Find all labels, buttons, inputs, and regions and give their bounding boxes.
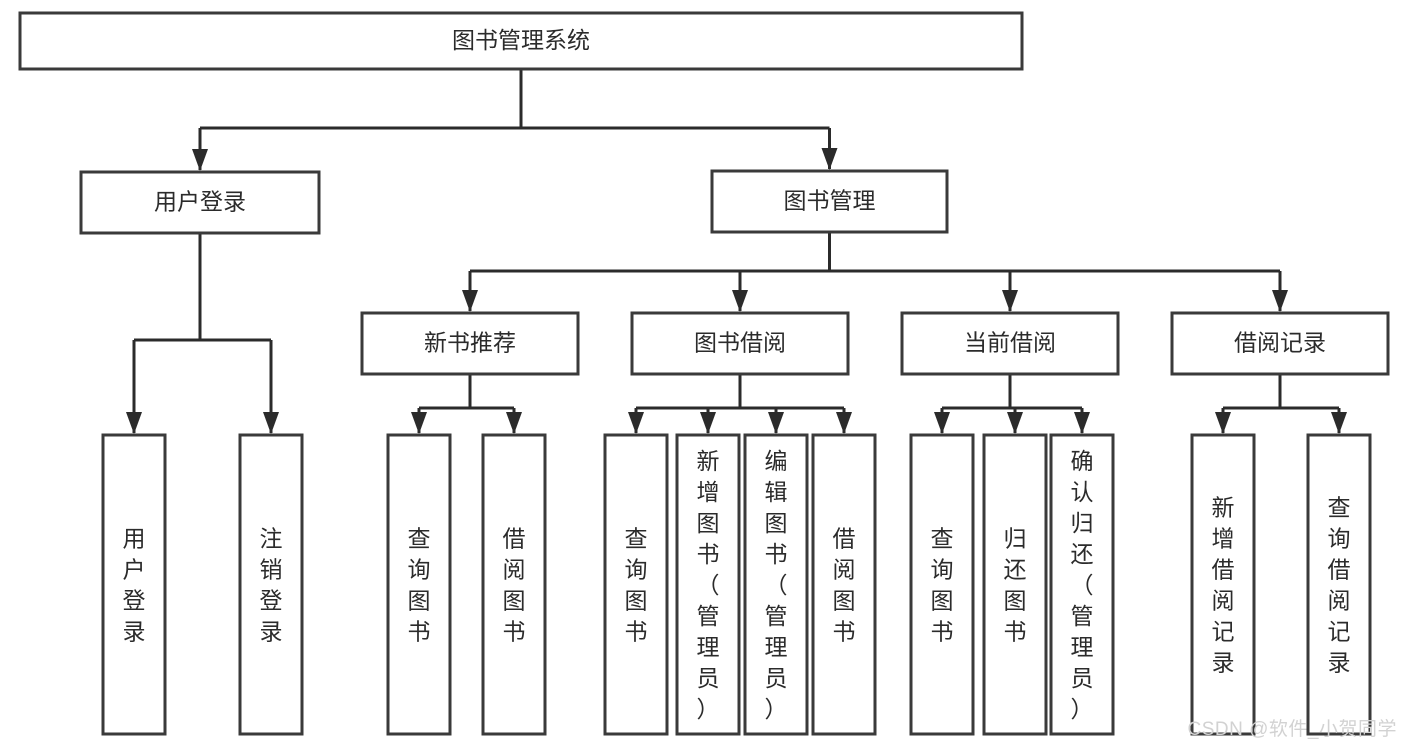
node-box-leaf-query-book-3 (909, 433, 975, 736)
node-label-leaf-borrow-book-1: 借阅图书 (503, 526, 526, 645)
node-book-management[interactable]: 图书管理 (710, 169, 949, 234)
node-label-book-management: 图书管理 (784, 188, 876, 214)
node-label-leaf-borrow-book-2: 借阅图书 (833, 526, 856, 645)
node-label-leaf-logout-login: 注销登录 (260, 526, 283, 645)
arrow-head-icon-root-0 (192, 149, 208, 171)
node-box-root (18, 11, 1024, 71)
node-layer: 图书管理系统用户登录图书管理新书推荐图书借阅当前借阅借阅记录用户登录注销登录查询… (18, 11, 1390, 736)
node-label-leaf-query-book-2: 查询图书 (625, 526, 648, 645)
node-label-leaf-query-book-1: 查询图书 (408, 526, 431, 645)
arrow-head-icon-user-login-0 (126, 412, 142, 434)
arrow-head-icon-bm-1 (732, 290, 748, 312)
node-leaf-logout-login[interactable]: 注销登录 (238, 433, 304, 736)
node-label-leaf-return-book: 归还图书 (1004, 526, 1027, 645)
node-box-leaf-add-book-admin (675, 433, 741, 736)
arrow-head-icon-book-borrow-1 (700, 412, 716, 434)
node-user-login[interactable]: 用户登录 (79, 170, 321, 235)
arrow-head-icon-user-login-1 (263, 412, 279, 434)
arrow-head-icon-new-book-recommend-0 (411, 412, 427, 434)
node-box-book-management (710, 169, 949, 234)
arrow-head-icon-bm-0 (462, 290, 478, 312)
node-box-user-login (79, 170, 321, 235)
node-leaf-query-book-3[interactable]: 查询图书 (909, 433, 975, 736)
node-box-book-borrow (630, 311, 850, 376)
node-box-borrow-records (1170, 311, 1390, 376)
node-new-book-recommend[interactable]: 新书推荐 (360, 311, 580, 376)
node-box-leaf-borrow-book-2 (811, 433, 877, 736)
arrow-head-icon-book-borrow-0 (628, 412, 644, 434)
node-box-leaf-logout-login (238, 433, 304, 736)
node-label-leaf-add-book-admin: 新增图书（管理员） (697, 448, 720, 722)
arrow-head-icon-borrow-records-0 (1215, 412, 1231, 434)
node-leaf-add-borrow-record[interactable]: 新增借阅记录 (1190, 433, 1256, 736)
arrow-head-icon-borrow-records-1 (1331, 412, 1347, 434)
node-box-leaf-edit-book-admin (743, 433, 809, 736)
node-box-leaf-return-book (982, 433, 1048, 736)
node-leaf-borrow-book-2[interactable]: 借阅图书 (811, 433, 877, 736)
node-label-leaf-confirm-return-admin: 确认归还（管理员） (1071, 448, 1094, 722)
node-box-leaf-query-book-2 (603, 433, 669, 736)
node-label-current-borrow: 当前借阅 (964, 330, 1056, 356)
arrow-head-icon-new-book-recommend-1 (506, 412, 522, 434)
node-box-leaf-user-login (101, 433, 167, 736)
node-box-current-borrow (900, 311, 1120, 376)
node-leaf-borrow-book-1[interactable]: 借阅图书 (481, 433, 547, 736)
node-leaf-query-borrow-record[interactable]: 查询借阅记录 (1306, 433, 1372, 736)
arrow-head-icon-book-borrow-3 (836, 412, 852, 434)
node-box-leaf-query-book-1 (386, 433, 452, 736)
arrow-head-icon-bm-3 (1272, 290, 1288, 312)
node-leaf-return-book[interactable]: 归还图书 (982, 433, 1048, 736)
arrow-head-icon-bm-2 (1002, 290, 1018, 312)
node-label-book-borrow: 图书借阅 (694, 330, 786, 356)
node-leaf-add-book-admin[interactable]: 新增图书（管理员） (675, 433, 741, 736)
node-borrow-records[interactable]: 借阅记录 (1170, 311, 1390, 376)
node-book-borrow[interactable]: 图书借阅 (630, 311, 850, 376)
node-label-new-book-recommend: 新书推荐 (424, 330, 516, 356)
node-label-leaf-query-book-3: 查询图书 (931, 526, 954, 645)
node-box-leaf-borrow-book-1 (481, 433, 547, 736)
node-label-leaf-edit-book-admin: 编辑图书（管理员） (765, 448, 788, 722)
node-label-leaf-add-borrow-record: 新增借阅记录 (1212, 495, 1235, 676)
arrow-head-icon-root-1 (821, 148, 838, 170)
node-box-new-book-recommend (360, 311, 580, 376)
node-label-borrow-records: 借阅记录 (1234, 330, 1326, 356)
node-label-root: 图书管理系统 (452, 27, 590, 53)
node-label-leaf-query-borrow-record: 查询借阅记录 (1328, 495, 1351, 676)
connector-layer (126, 69, 1347, 434)
node-box-leaf-add-borrow-record (1190, 433, 1256, 736)
node-label-leaf-user-login: 用户登录 (123, 526, 146, 645)
node-box-leaf-confirm-return-admin (1049, 433, 1115, 736)
arrow-head-icon-current-borrow-1 (1007, 412, 1023, 434)
arrow-head-icon-current-borrow-0 (934, 412, 950, 434)
node-box-leaf-query-borrow-record (1306, 433, 1372, 736)
arrow-head-icon-current-borrow-2 (1074, 412, 1090, 434)
arrow-head-icon-book-borrow-2 (768, 412, 784, 434)
node-label-user-login: 用户登录 (154, 189, 246, 215)
node-leaf-query-book-1[interactable]: 查询图书 (386, 433, 452, 736)
node-leaf-user-login[interactable]: 用户登录 (101, 433, 167, 736)
node-leaf-edit-book-admin[interactable]: 编辑图书（管理员） (743, 433, 809, 736)
node-root[interactable]: 图书管理系统 (18, 11, 1024, 71)
node-current-borrow[interactable]: 当前借阅 (900, 311, 1120, 376)
node-leaf-query-book-2[interactable]: 查询图书 (603, 433, 669, 736)
node-leaf-confirm-return-admin[interactable]: 确认归还（管理员） (1049, 433, 1115, 736)
